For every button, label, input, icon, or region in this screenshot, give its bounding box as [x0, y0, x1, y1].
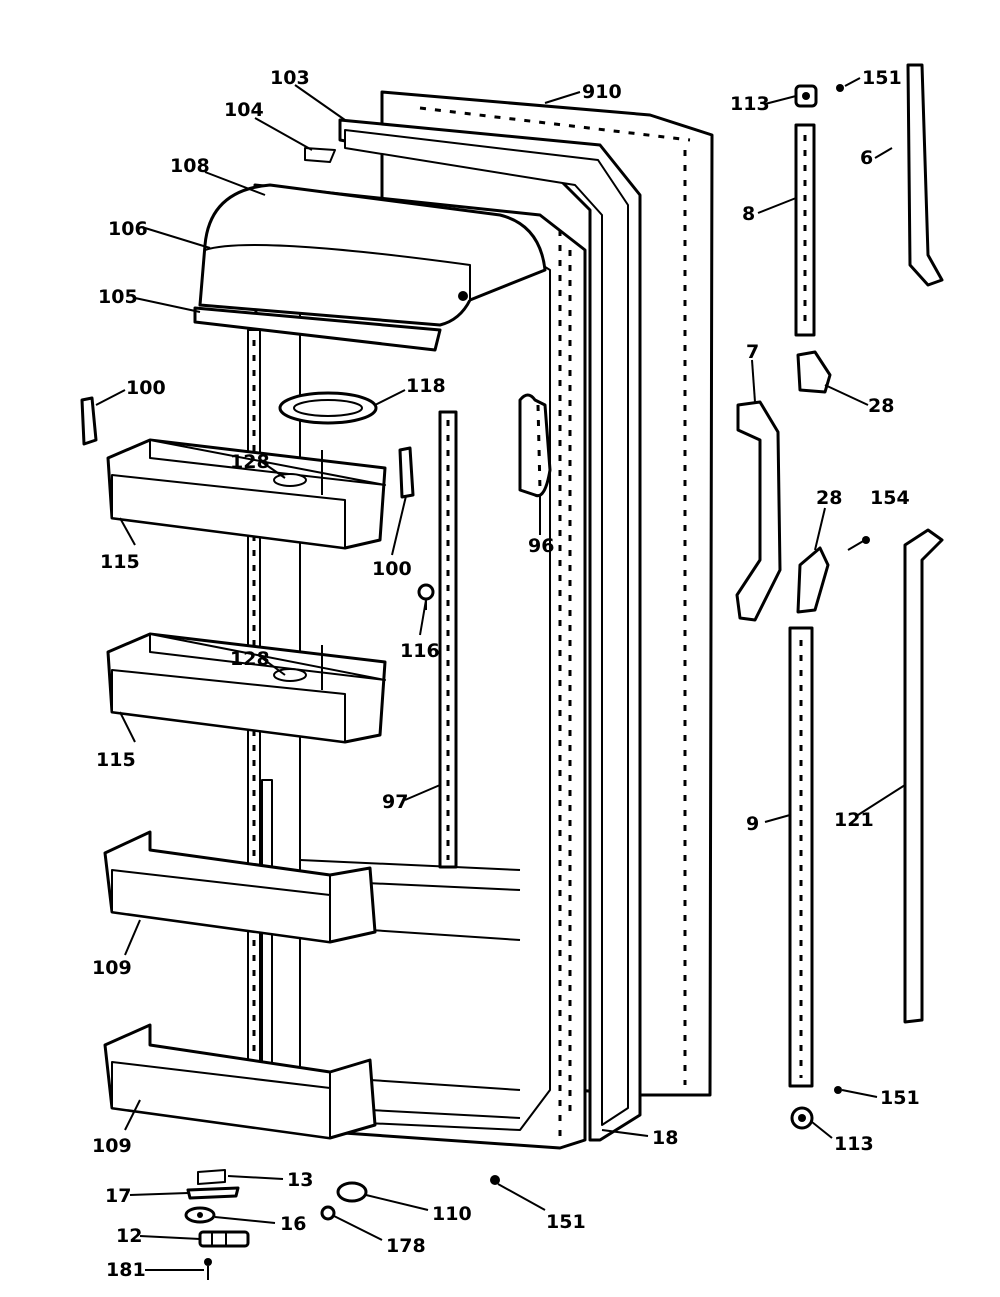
- handle-support-upper: [794, 123, 816, 337]
- callout-28-lower: 28: [816, 487, 842, 509]
- callout-104: 104: [224, 99, 264, 121]
- shelf-clip-right: [398, 446, 415, 499]
- vertical-rail: [438, 410, 458, 869]
- door-shelf-middle: [106, 632, 387, 744]
- hinge-cover: [518, 393, 552, 498]
- dairy-compartment: [193, 147, 547, 352]
- callout-6: 6: [860, 147, 873, 169]
- door-gasket: [338, 118, 642, 1142]
- handle-mount-lower: [796, 546, 830, 614]
- door-bin-upper: [103, 830, 377, 944]
- callout-154: 154: [870, 487, 910, 509]
- callout-18: 18: [652, 1127, 678, 1149]
- handle-support-lower: [788, 626, 814, 1088]
- callout-16: 16: [280, 1213, 306, 1235]
- callout-116: 116: [400, 640, 440, 662]
- callout-96: 96: [528, 535, 554, 557]
- callout-28-upper: 28: [868, 395, 894, 417]
- part-110: [336, 1181, 368, 1203]
- callout-110: 110: [432, 1203, 472, 1225]
- hinge-cap-top: [794, 84, 818, 108]
- callout-109-lower: 109: [92, 1135, 132, 1157]
- callout-100-left: 100: [126, 377, 166, 399]
- callout-13: 13: [287, 1169, 313, 1191]
- handle-trim-top: [906, 63, 944, 287]
- callout-labels: 103 104 108 106 105 910 113 151 6 8 7 28…: [92, 67, 920, 1281]
- screw-181: [204, 1258, 212, 1280]
- part-178: [320, 1205, 336, 1221]
- callout-106: 106: [108, 218, 148, 240]
- door-bin-lower: [103, 1023, 377, 1140]
- callout-128-lower: 128: [230, 648, 270, 670]
- callout-100-right: 100: [372, 558, 412, 580]
- callout-910: 910: [582, 81, 622, 103]
- callout-8: 8: [742, 203, 755, 225]
- callout-128-upper: 128: [230, 451, 270, 473]
- callout-151-bottom: 151: [546, 1211, 586, 1233]
- leader-lines: [95, 77, 906, 1271]
- egg-tray: [278, 391, 378, 425]
- callout-115-lower: 115: [96, 749, 136, 771]
- shelf-clip-left: [80, 396, 98, 446]
- hinge-cap-bottom: [790, 1106, 814, 1130]
- handle-trim-lower: [903, 528, 944, 1024]
- callout-178: 178: [386, 1235, 426, 1257]
- callout-121: 121: [834, 809, 874, 831]
- callout-7: 7: [746, 341, 759, 363]
- callout-12: 12: [116, 1225, 142, 1247]
- callout-113-top: 113: [730, 93, 770, 115]
- hinge-part-17: [186, 1186, 240, 1200]
- handle-mount-upper: [796, 350, 832, 394]
- callout-103: 103: [270, 67, 310, 89]
- screw-154: [847, 536, 870, 551]
- callout-151-top: 151: [862, 67, 902, 89]
- callout-108: 108: [170, 155, 210, 177]
- screw-bottom-center: [490, 1175, 500, 1185]
- callout-9: 9: [746, 813, 759, 835]
- callout-17: 17: [105, 1185, 131, 1207]
- callout-97: 97: [382, 791, 408, 813]
- callout-105: 105: [98, 286, 138, 308]
- door-handle: [735, 400, 782, 622]
- screw-bottom-right: [834, 1086, 842, 1094]
- screw-top-right: [836, 84, 844, 92]
- hinge-part-12: [198, 1230, 250, 1248]
- hinge-part-16: [184, 1206, 216, 1224]
- callout-118: 118: [406, 375, 446, 397]
- callout-181: 181: [106, 1259, 146, 1281]
- callout-151-right: 151: [880, 1087, 920, 1109]
- callout-113-bottom: 113: [834, 1133, 874, 1155]
- door-shelf-upper: [106, 438, 387, 550]
- callout-109-upper: 109: [92, 957, 132, 979]
- hinge-part-13: [197, 1169, 226, 1185]
- callout-115-upper: 115: [100, 551, 140, 573]
